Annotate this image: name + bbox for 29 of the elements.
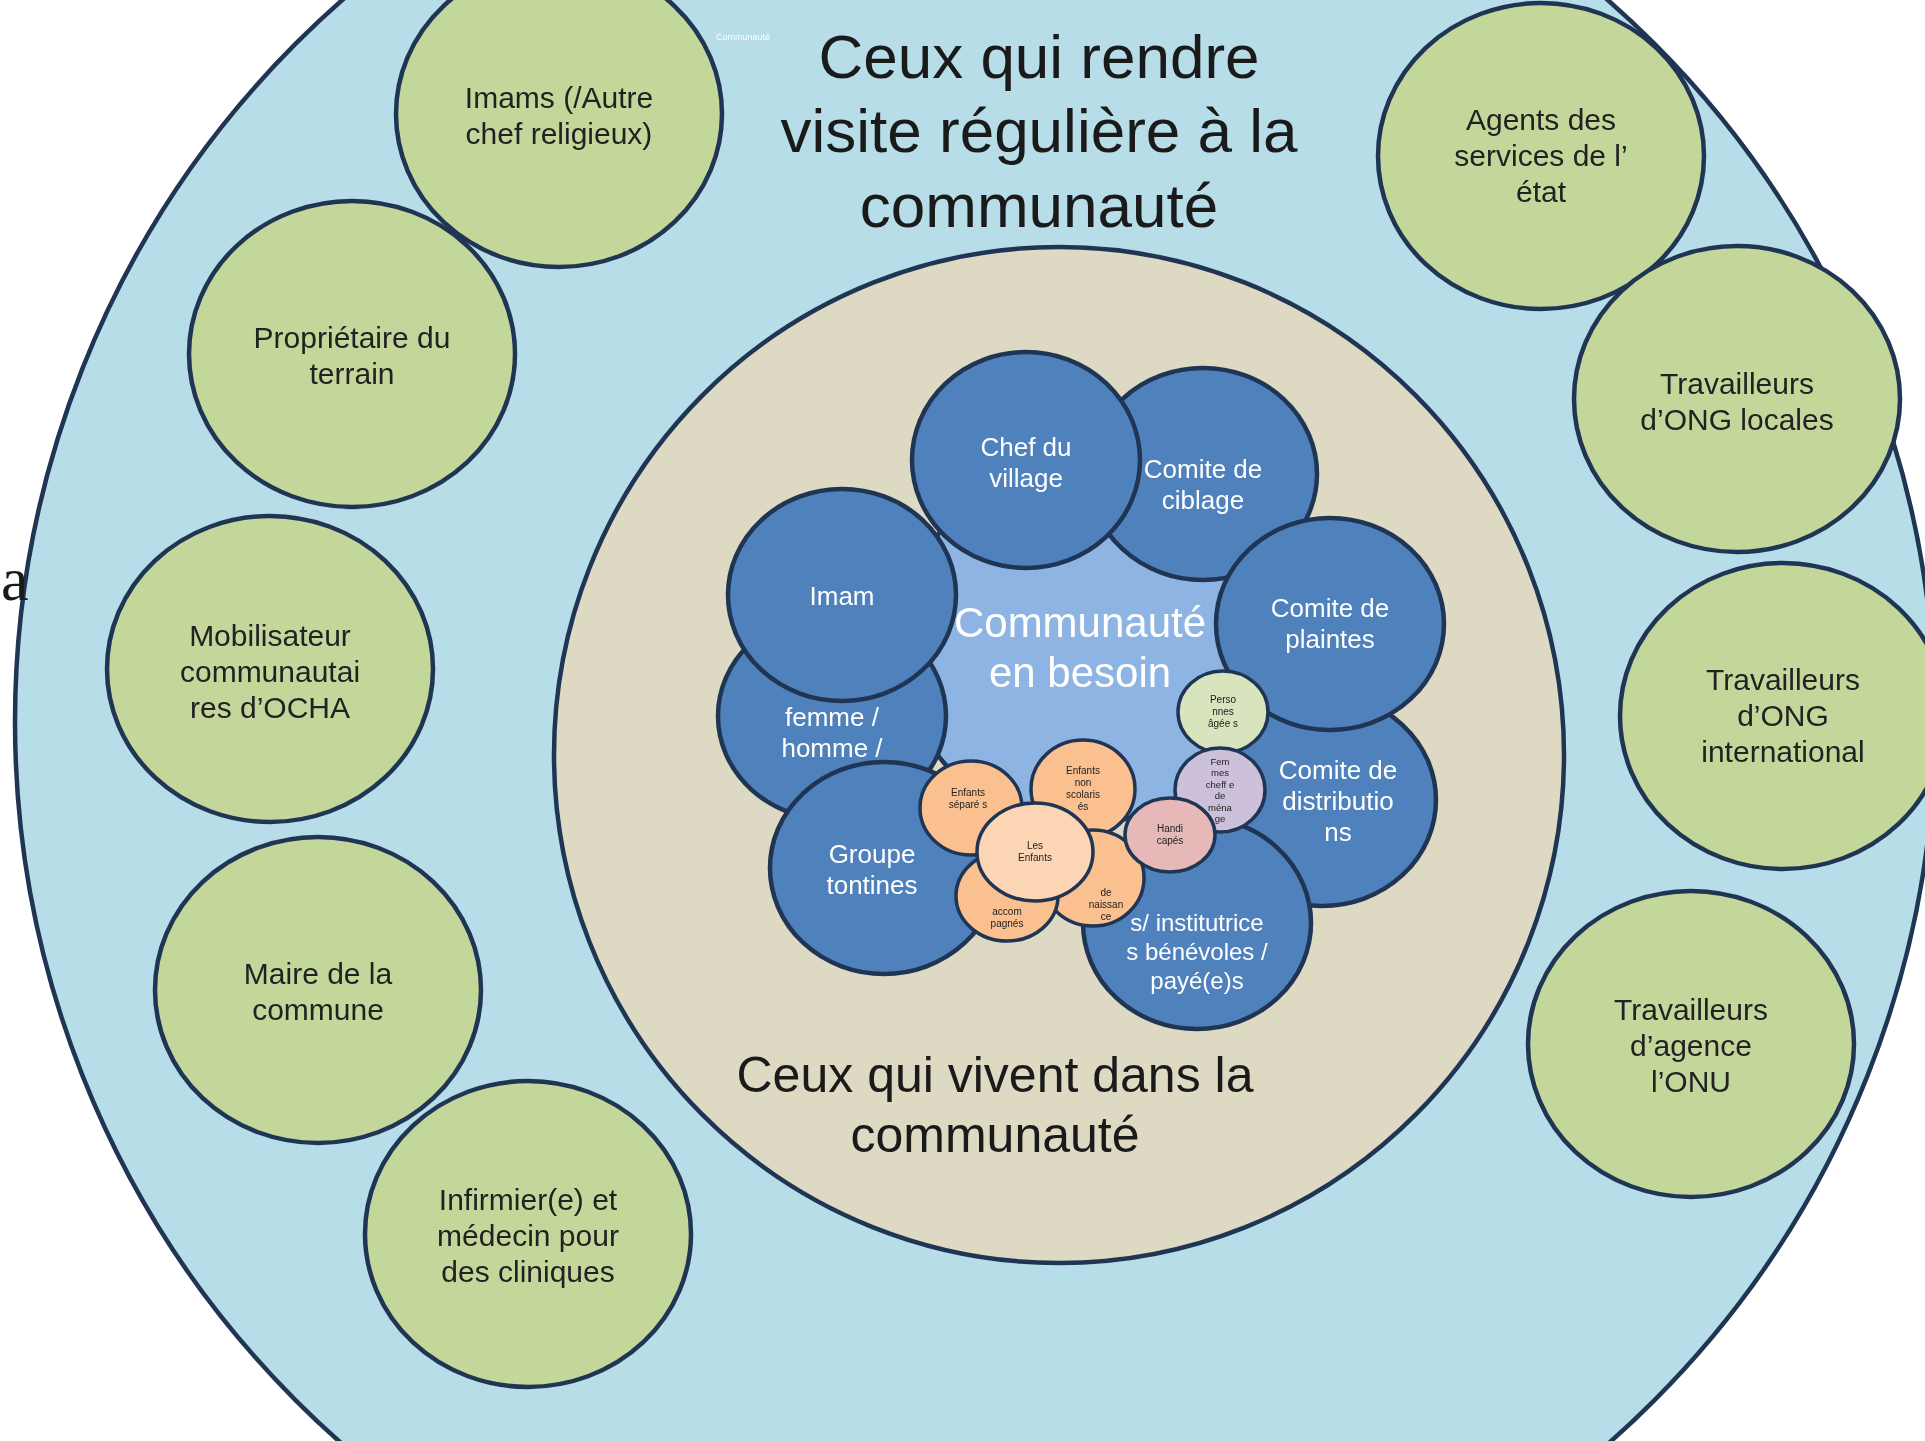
circle-label: Fem mes cheff e de ména ge xyxy=(1204,755,1236,825)
circle-label: Comite de distributio ns xyxy=(1277,755,1399,849)
circle-label: Handi capés xyxy=(1155,823,1185,847)
circle-label: Communauté en besoin xyxy=(952,597,1208,698)
circle-label: femme / homme / xyxy=(780,701,884,765)
circle-label: Travailleurs d’ONG international xyxy=(1700,662,1866,770)
circle-label: de naissan ce xyxy=(1087,887,1125,923)
circle-label: Chef du village xyxy=(979,431,1073,495)
circle-label: Agents des services de l’ état xyxy=(1453,102,1629,210)
circle-label: Maire de la commune xyxy=(242,956,394,1028)
circle-label: Les Enfants xyxy=(1017,840,1053,864)
circle-label: Travailleurs d’ONG locales xyxy=(1639,366,1835,438)
circle-label: Comite de ciblage xyxy=(1142,453,1264,517)
circle-label: Infirmier(e) et médecin pour des cliniques xyxy=(436,1182,620,1290)
circle-label: Imam xyxy=(808,581,876,613)
circle-label: accom pagnés xyxy=(989,906,1025,930)
circle-label: s/ institutrice s bénévoles / payé(e)s xyxy=(1125,908,1269,996)
circle-label: Groupe tontines xyxy=(825,838,919,902)
circle-label: Propriétaire du terrain xyxy=(252,320,452,392)
region-title: Ceux qui vivent dans la communauté xyxy=(735,1046,1255,1165)
circle-label: Travailleurs d’agence l’ONU xyxy=(1613,992,1769,1100)
region-title: Ceux qui rendre visite régulière à la communauté xyxy=(779,21,1299,243)
circle-label: Mobilisateur communautai res d’OCHA xyxy=(178,618,362,726)
circle-label: Imams (/Autre chef religieux) xyxy=(463,80,655,152)
circle-label: Enfants non scolaris és xyxy=(1065,765,1101,813)
circle-label: Comite de plaintes xyxy=(1270,592,1390,656)
circle-label: Perso nnes âgée s xyxy=(1207,694,1239,730)
circle-label: Enfants séparé s xyxy=(947,787,989,811)
faint-label: Communauté xyxy=(716,33,771,42)
